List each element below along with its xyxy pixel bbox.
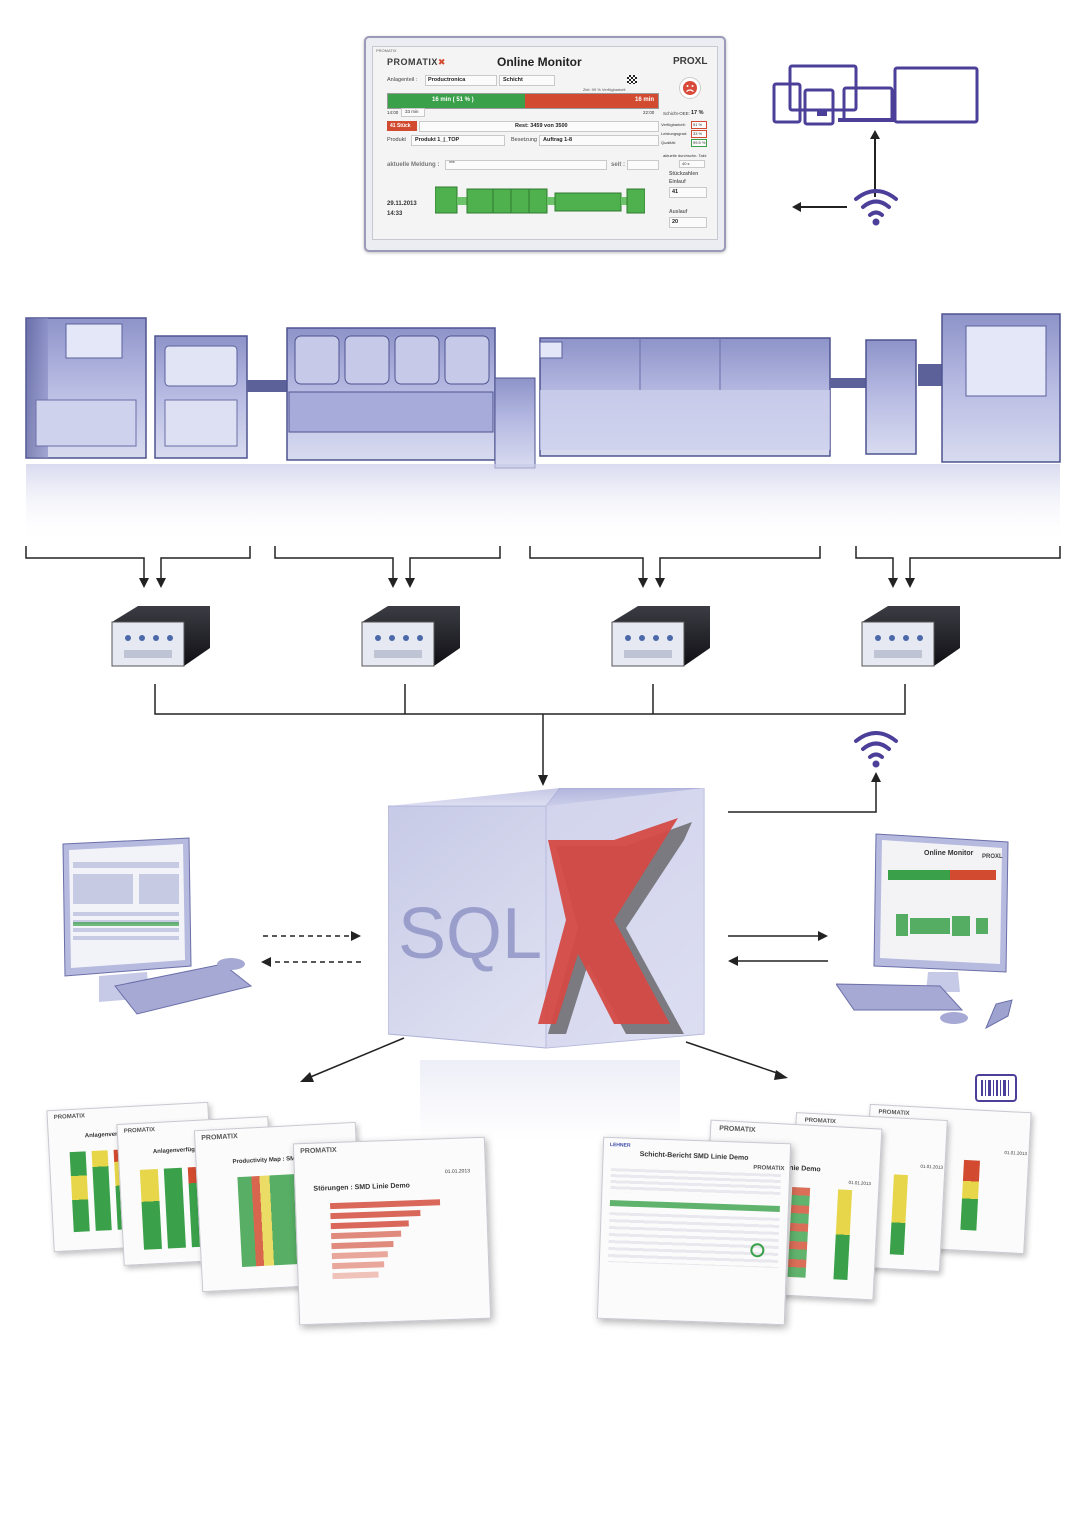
- monitor-title: Online Monitor: [497, 55, 582, 69]
- einlauf-field: 41: [669, 187, 707, 198]
- right-workstation: Online Monitor PROXL: [835, 832, 1016, 1042]
- auftrag-field: Auftrag 1-8: [539, 135, 659, 146]
- online-monitor-screen: PROMATIX PROMATIX✖ Online Monitor PROXL …: [364, 36, 726, 252]
- interface-boxes: [111, 606, 960, 667]
- schicht-field: Schicht: [499, 75, 555, 86]
- stueckzahlen-label: Stückzahlen: [669, 171, 699, 177]
- arrows-right: [728, 931, 828, 966]
- devices-icon: [772, 64, 979, 212]
- arrow-to-wifi: [728, 772, 881, 813]
- verfuegbarkeit-label: Verfügbarkeit:: [661, 122, 686, 127]
- sql-cube: SQL X: [387, 787, 728, 1088]
- dashed-arrows-left: [261, 931, 361, 967]
- left-workstation: [62, 837, 253, 1015]
- time-label: 14:33: [387, 211, 403, 217]
- bar-green-label: 16 min ( 51 % ): [432, 97, 474, 103]
- oee-value: 17 %: [691, 110, 704, 116]
- wifi-icon-2: [854, 731, 898, 768]
- production-line-mini: [434, 179, 646, 217]
- connection-lines: [25, 546, 1061, 786]
- interface-box-2: [361, 606, 460, 667]
- qualitaet-label: Qualität:: [661, 140, 676, 145]
- shift-progress-green: [388, 94, 525, 108]
- sad-face-icon: [679, 77, 701, 99]
- meldung-label: aktuelle Meldung :: [387, 162, 440, 168]
- bar-red-label: 16 min: [635, 97, 655, 103]
- interface-box-4: [861, 606, 960, 667]
- prox-logo: PROXL: [673, 56, 708, 67]
- report-left-4: PROMATIX 01.01.2013 Störungen : SMD Lini…: [292, 1136, 492, 1326]
- qualitaet-field: 99.5 %: [691, 139, 707, 147]
- oee-label: Schicht-OEE:: [663, 111, 691, 116]
- takt-field: 40 s: [679, 160, 705, 168]
- wifi-icon: [854, 189, 898, 226]
- auslauf-field: 20: [669, 217, 707, 228]
- machine-placement: [286, 327, 496, 461]
- sql-text: SQL: [398, 894, 542, 974]
- machine-reflow-oven: [539, 337, 831, 457]
- einlauf-label: Einlauf: [669, 179, 686, 185]
- time-end: 22:00: [643, 110, 655, 115]
- barcode-icon: [975, 1074, 1017, 1102]
- window-header-tag: PROMATIX: [376, 48, 397, 53]
- cube-reflection: [420, 1060, 680, 1140]
- auslauf-label: Auslauf: [669, 209, 688, 215]
- anlagenteil-label: Anlagenteil :: [387, 77, 418, 83]
- produkt-label: Produkt: [387, 137, 406, 143]
- brand-logo: PROMATIX✖: [387, 57, 446, 67]
- right-monitor-title: Online Monitor: [924, 850, 974, 857]
- seit-label: seit :: [611, 162, 626, 168]
- interface-box-3: [611, 606, 710, 667]
- production-line: [25, 313, 1061, 544]
- interface-box-1: [111, 606, 210, 667]
- machine-aoi: [865, 339, 946, 455]
- online-monitor-content: PROMATIX PROMATIX✖ Online Monitor PROXL …: [372, 46, 718, 240]
- leistungsgrad-label: Leistungsgrad:: [661, 131, 688, 136]
- anlagenteil-field: Productronica: [425, 75, 497, 86]
- machine-unloader: [941, 313, 1061, 463]
- stueck-badge: 41 Stück: [387, 121, 417, 131]
- shift-progress-bar: 16 min ( 51 % ) 16 min: [387, 93, 659, 109]
- arrows-to-reports: [300, 1037, 788, 1082]
- meldung-field: ***: [445, 160, 607, 170]
- right-monitor-prox: PROXL: [982, 854, 1003, 860]
- rest-field: Rest: 3459 von 3500: [419, 121, 659, 132]
- takt-label: aktuelle durchschn. Takt:: [663, 153, 707, 158]
- machine-printer: [25, 317, 147, 459]
- time-start: 14:00: [387, 110, 399, 115]
- leistungsgrad-field: 33 %: [691, 130, 707, 138]
- checkered-flag-icon: [627, 75, 637, 84]
- produkt-field: Produkt 1_|_TOP: [411, 135, 505, 146]
- seit-field: [627, 160, 659, 170]
- machine-spi: [154, 335, 248, 459]
- verfuegbarkeit-field: 51 %: [691, 121, 707, 129]
- besetzung-label: Besetzung: [511, 137, 537, 143]
- report-right-1: LEHNER Schicht-Bericht SMD Linie Demo PR…: [596, 1136, 792, 1326]
- bar-note: Ziel: 99 % Verfügbarkeit: [583, 87, 626, 92]
- date-label: 29.11.2013: [387, 201, 417, 207]
- time-mid-box: 33 min: [401, 108, 425, 117]
